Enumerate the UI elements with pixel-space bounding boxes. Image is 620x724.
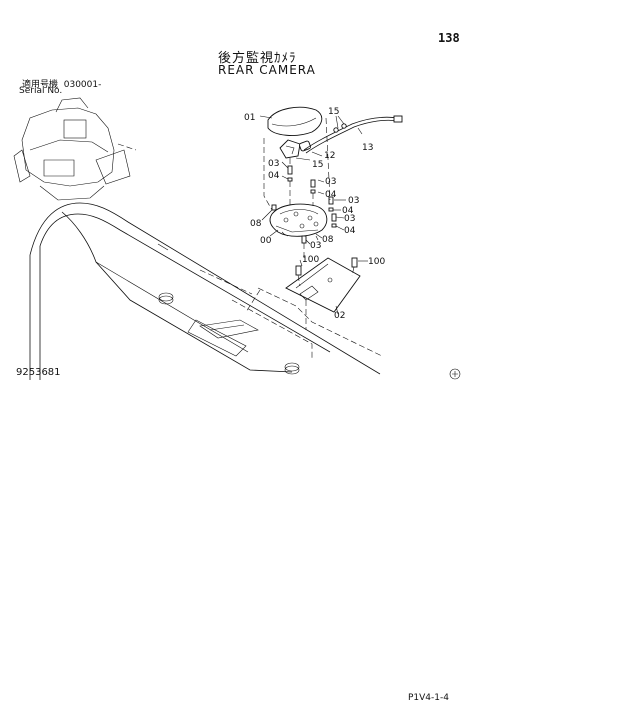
- camera-cover: [267, 106, 323, 136]
- callout-08-b: 08: [322, 235, 334, 245]
- callout-03-e: 03: [310, 241, 321, 251]
- title-japanese: 後方監視ｶﾒﾗ: [218, 51, 297, 66]
- callout-03-d: 03: [344, 214, 355, 224]
- callout-03-c: 03: [348, 196, 359, 206]
- assembly-lines: [263, 117, 355, 287]
- bolts: [271, 165, 358, 276]
- leader-lines: [259, 115, 368, 315]
- callout-100-b: 100: [368, 257, 385, 267]
- title-english: REAR CAMERA: [218, 63, 316, 77]
- callout-04-b: 04: [325, 190, 337, 200]
- serial-line: 適用号機 030001-: [22, 77, 101, 90]
- machine-thumbnail: [13, 97, 137, 201]
- serial-label-japanese: 適用号機: [22, 80, 59, 90]
- callout-01: 01: [244, 113, 255, 123]
- callout-100-a: 100: [302, 255, 319, 265]
- counterweight: [29, 202, 383, 380]
- page-code: P1V4-1-4: [408, 693, 449, 703]
- callout-08-a: 08: [250, 219, 262, 229]
- callout-15-lower: 15: [312, 160, 323, 170]
- circle-mark-icon: [449, 368, 461, 380]
- camera-unit: [279, 139, 311, 159]
- callout-12: 12: [324, 151, 335, 161]
- callout-04-d: 04: [344, 226, 356, 236]
- callout-03-b: 03: [325, 177, 336, 187]
- figure-number: 9253681: [16, 367, 61, 378]
- callout-03-a: 03: [268, 159, 279, 169]
- mounting-plate: [285, 257, 361, 313]
- callout-04-a: 04: [268, 171, 280, 181]
- serial-value: 030001-: [63, 80, 102, 90]
- callout-labels: 01 15 13 12 15 03 04 03 04 03 03 04 04 0…: [244, 107, 385, 321]
- camera-harness: [303, 115, 403, 154]
- callout-04-c: 04: [342, 206, 354, 216]
- serial-label-english: Serial No.: [19, 86, 63, 96]
- bracket-assembly: [269, 203, 328, 237]
- callout-02: 02: [334, 311, 345, 321]
- callout-00: 00: [260, 236, 272, 246]
- callout-15-upper: 15: [328, 107, 339, 117]
- page-number: 138: [438, 31, 460, 45]
- callout-13: 13: [362, 143, 373, 153]
